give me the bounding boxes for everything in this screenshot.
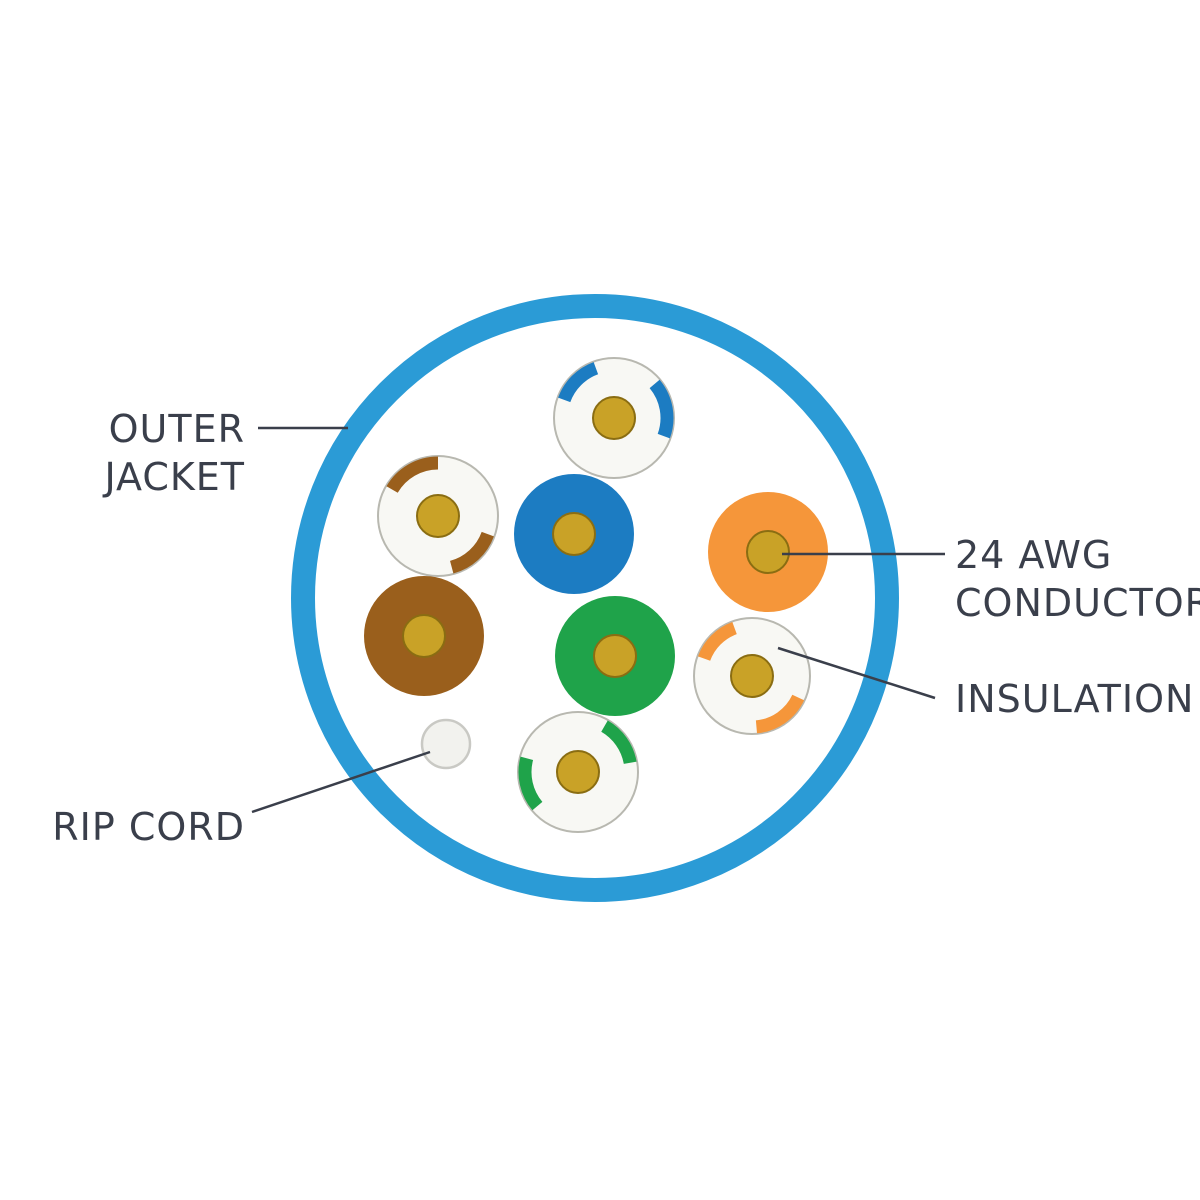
wire-white-green [517, 711, 639, 833]
outer-jacket-label-line1: OUTER [109, 407, 245, 451]
conductor-white-green [556, 750, 600, 794]
conductor-orange [746, 530, 790, 574]
rip-cord-leader [251, 750, 431, 814]
stripe-white-blue-0 [558, 362, 599, 403]
wire-brown [364, 576, 484, 696]
conductor-white-orange [730, 654, 774, 698]
wire-white-brown [377, 455, 499, 577]
wire-white-orange [693, 617, 811, 735]
stripe-white-blue-1 [649, 379, 674, 439]
stripe-white-orange-0 [697, 621, 738, 662]
conductor-label-line2: CONDUCTOR [955, 581, 1200, 625]
rip-cord-label: RIP CORD [52, 805, 245, 849]
wire-group [364, 357, 828, 833]
wire-blue [514, 474, 634, 594]
stripe-white-green-1 [600, 720, 637, 765]
conductor-white-blue [592, 396, 636, 440]
insulation-label: INSULATION [955, 677, 1194, 721]
stripe-white-brown-0 [386, 456, 439, 493]
conductor-white-brown [416, 494, 460, 538]
stripe-white-orange-1 [755, 694, 805, 734]
rip-cord [420, 718, 472, 770]
wire-white-blue [553, 357, 675, 479]
outer-jacket-label-line2: JACKET [102, 455, 245, 499]
conductor-brown [402, 614, 446, 658]
outer-jacket [291, 294, 899, 902]
insulation-leader [777, 646, 936, 700]
conductor-blue [552, 512, 596, 556]
stripe-white-green-0 [518, 756, 543, 811]
conductor-label-line1: 24 AWG [955, 533, 1112, 577]
conductor-green [593, 634, 637, 678]
wire-green [555, 596, 675, 716]
wire-orange [708, 492, 828, 612]
stripe-white-brown-1 [449, 531, 494, 574]
